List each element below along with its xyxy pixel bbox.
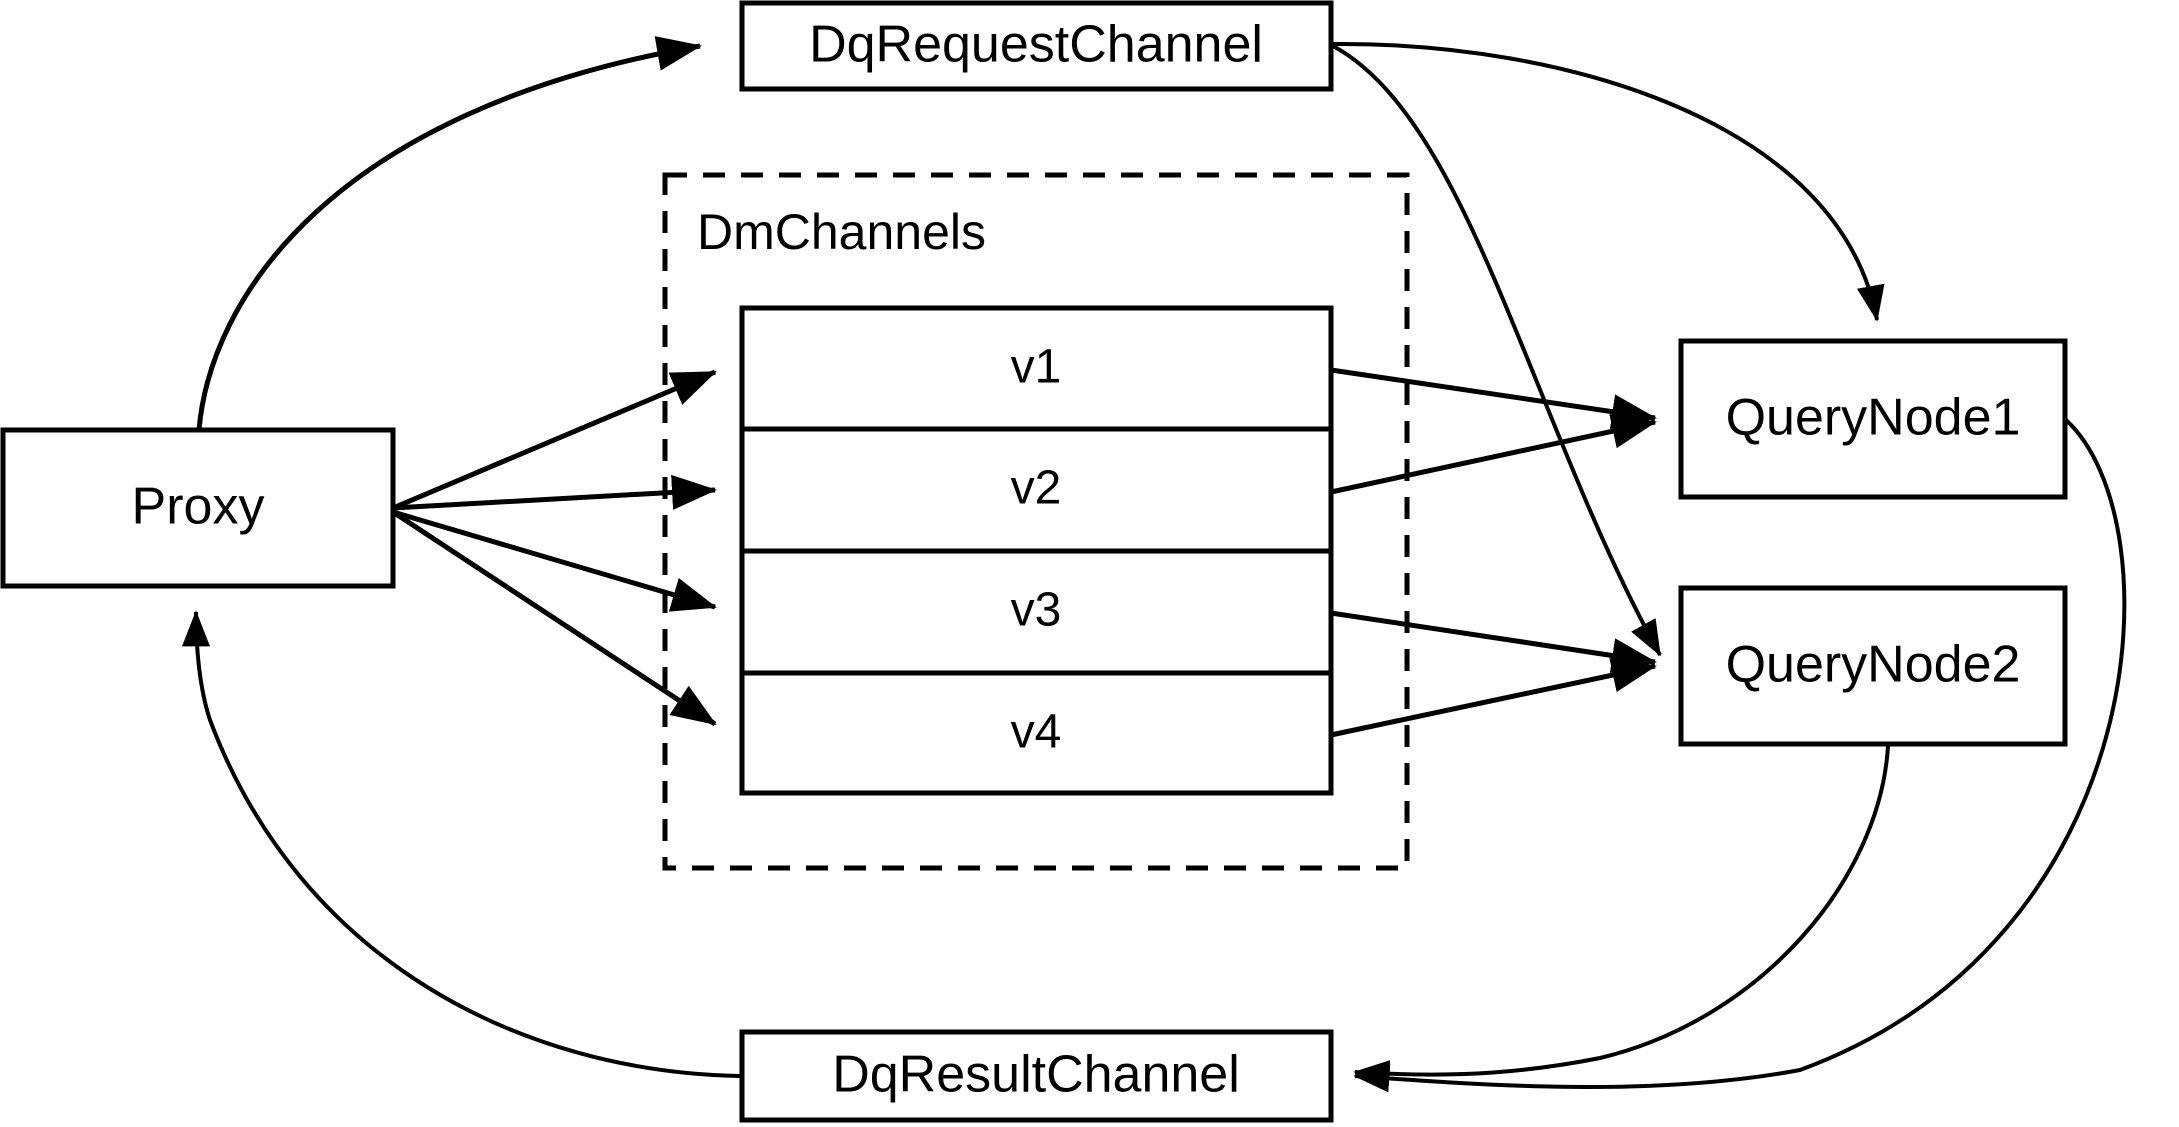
edge-dqrequestchannel-to-querynode1: [1332, 41, 1885, 322]
edge-proxy-to-dqrequestchannel: [196, 36, 702, 431]
channel-row-v2[interactable]: v2: [1011, 462, 1062, 515]
edge-proxy-to-v1: [392, 369, 717, 511]
node-dqrequestchannel[interactable]: DqRequestChannel: [739, 0, 1334, 92]
edge-v1-to-querynode1: [1330, 367, 1657, 430]
edge-v4-to-querynode2: [1330, 657, 1657, 738]
querynode2-box[interactable]: [1678, 585, 2068, 747]
edge-dqrequestchannel-to-querynode2: [1332, 44, 1662, 657]
edge-proxy-to-v2: [392, 474, 717, 511]
node-querynode1[interactable]: QueryNode1: [1678, 338, 2068, 500]
querynode2-label: QueryNode2: [1726, 636, 2021, 694]
querynode1-box[interactable]: [1678, 338, 2068, 500]
dqrequestchannel-label: DqRequestChannel: [809, 16, 1263, 74]
proxy-box[interactable]: [0, 427, 396, 589]
node-proxy[interactable]: Proxy: [0, 427, 396, 589]
channel-row-v3[interactable]: v3: [1011, 584, 1062, 637]
edge-v2-to-querynode1: [1330, 413, 1657, 495]
node-querynode2[interactable]: QueryNode2: [1678, 585, 2068, 747]
edge-dqresultchannel-to-proxy: [182, 610, 741, 1078]
group-dmchannels: DmChannels: [662, 172, 1410, 871]
channel-row-v1[interactable]: v1: [1011, 341, 1062, 394]
edge-querynode2-to-dqresultchannel: [1353, 745, 1890, 1089]
dmchannels-label: DmChannels: [697, 204, 986, 260]
channel-row-v4[interactable]: v4: [1011, 706, 1062, 759]
edge-querynode1-to-dqresultchannel: [1353, 418, 2127, 1093]
dqresultchannel-box[interactable]: [739, 1029, 1334, 1123]
dmchannels-table: v1 v2 v3 v4: [739, 305, 1334, 796]
edge-v3-to-querynode2: [1330, 610, 1657, 673]
node-dqresultchannel[interactable]: DqResultChannel: [739, 1029, 1334, 1123]
querynode1-label: QueryNode1: [1726, 389, 2021, 447]
dmchannels-dashed-border: [662, 172, 1410, 871]
dqresultchannel-label: DqResultChannel: [832, 1046, 1240, 1104]
edge-proxy-to-v4: [391, 509, 717, 727]
edge-proxy-to-v3: [392, 509, 717, 612]
proxy-label: Proxy: [132, 478, 265, 536]
dqrequestchannel-box[interactable]: [739, 0, 1334, 92]
